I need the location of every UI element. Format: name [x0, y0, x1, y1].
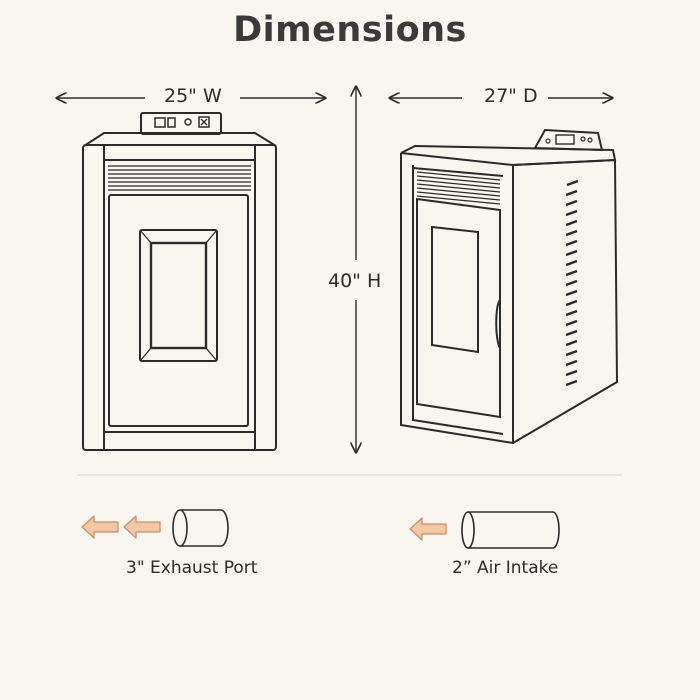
exhaust-port-label: 3" Exhaust Port: [126, 558, 258, 578]
stove-side-view: [400, 128, 619, 445]
pipe-icon: [172, 509, 229, 547]
stove-front-view: [82, 112, 277, 451]
arrow-left-icon: [409, 517, 447, 541]
depth-label: 27" D: [484, 85, 538, 107]
arrow-left-icon: [123, 515, 161, 539]
arrow-left-icon: [81, 515, 119, 539]
height-label: 40" H: [328, 270, 382, 292]
page-title: Dimensions: [233, 10, 467, 50]
air-intake-label: 2” Air Intake: [452, 558, 559, 578]
width-label: 25" W: [164, 85, 222, 107]
pipe-icon: [461, 511, 560, 549]
